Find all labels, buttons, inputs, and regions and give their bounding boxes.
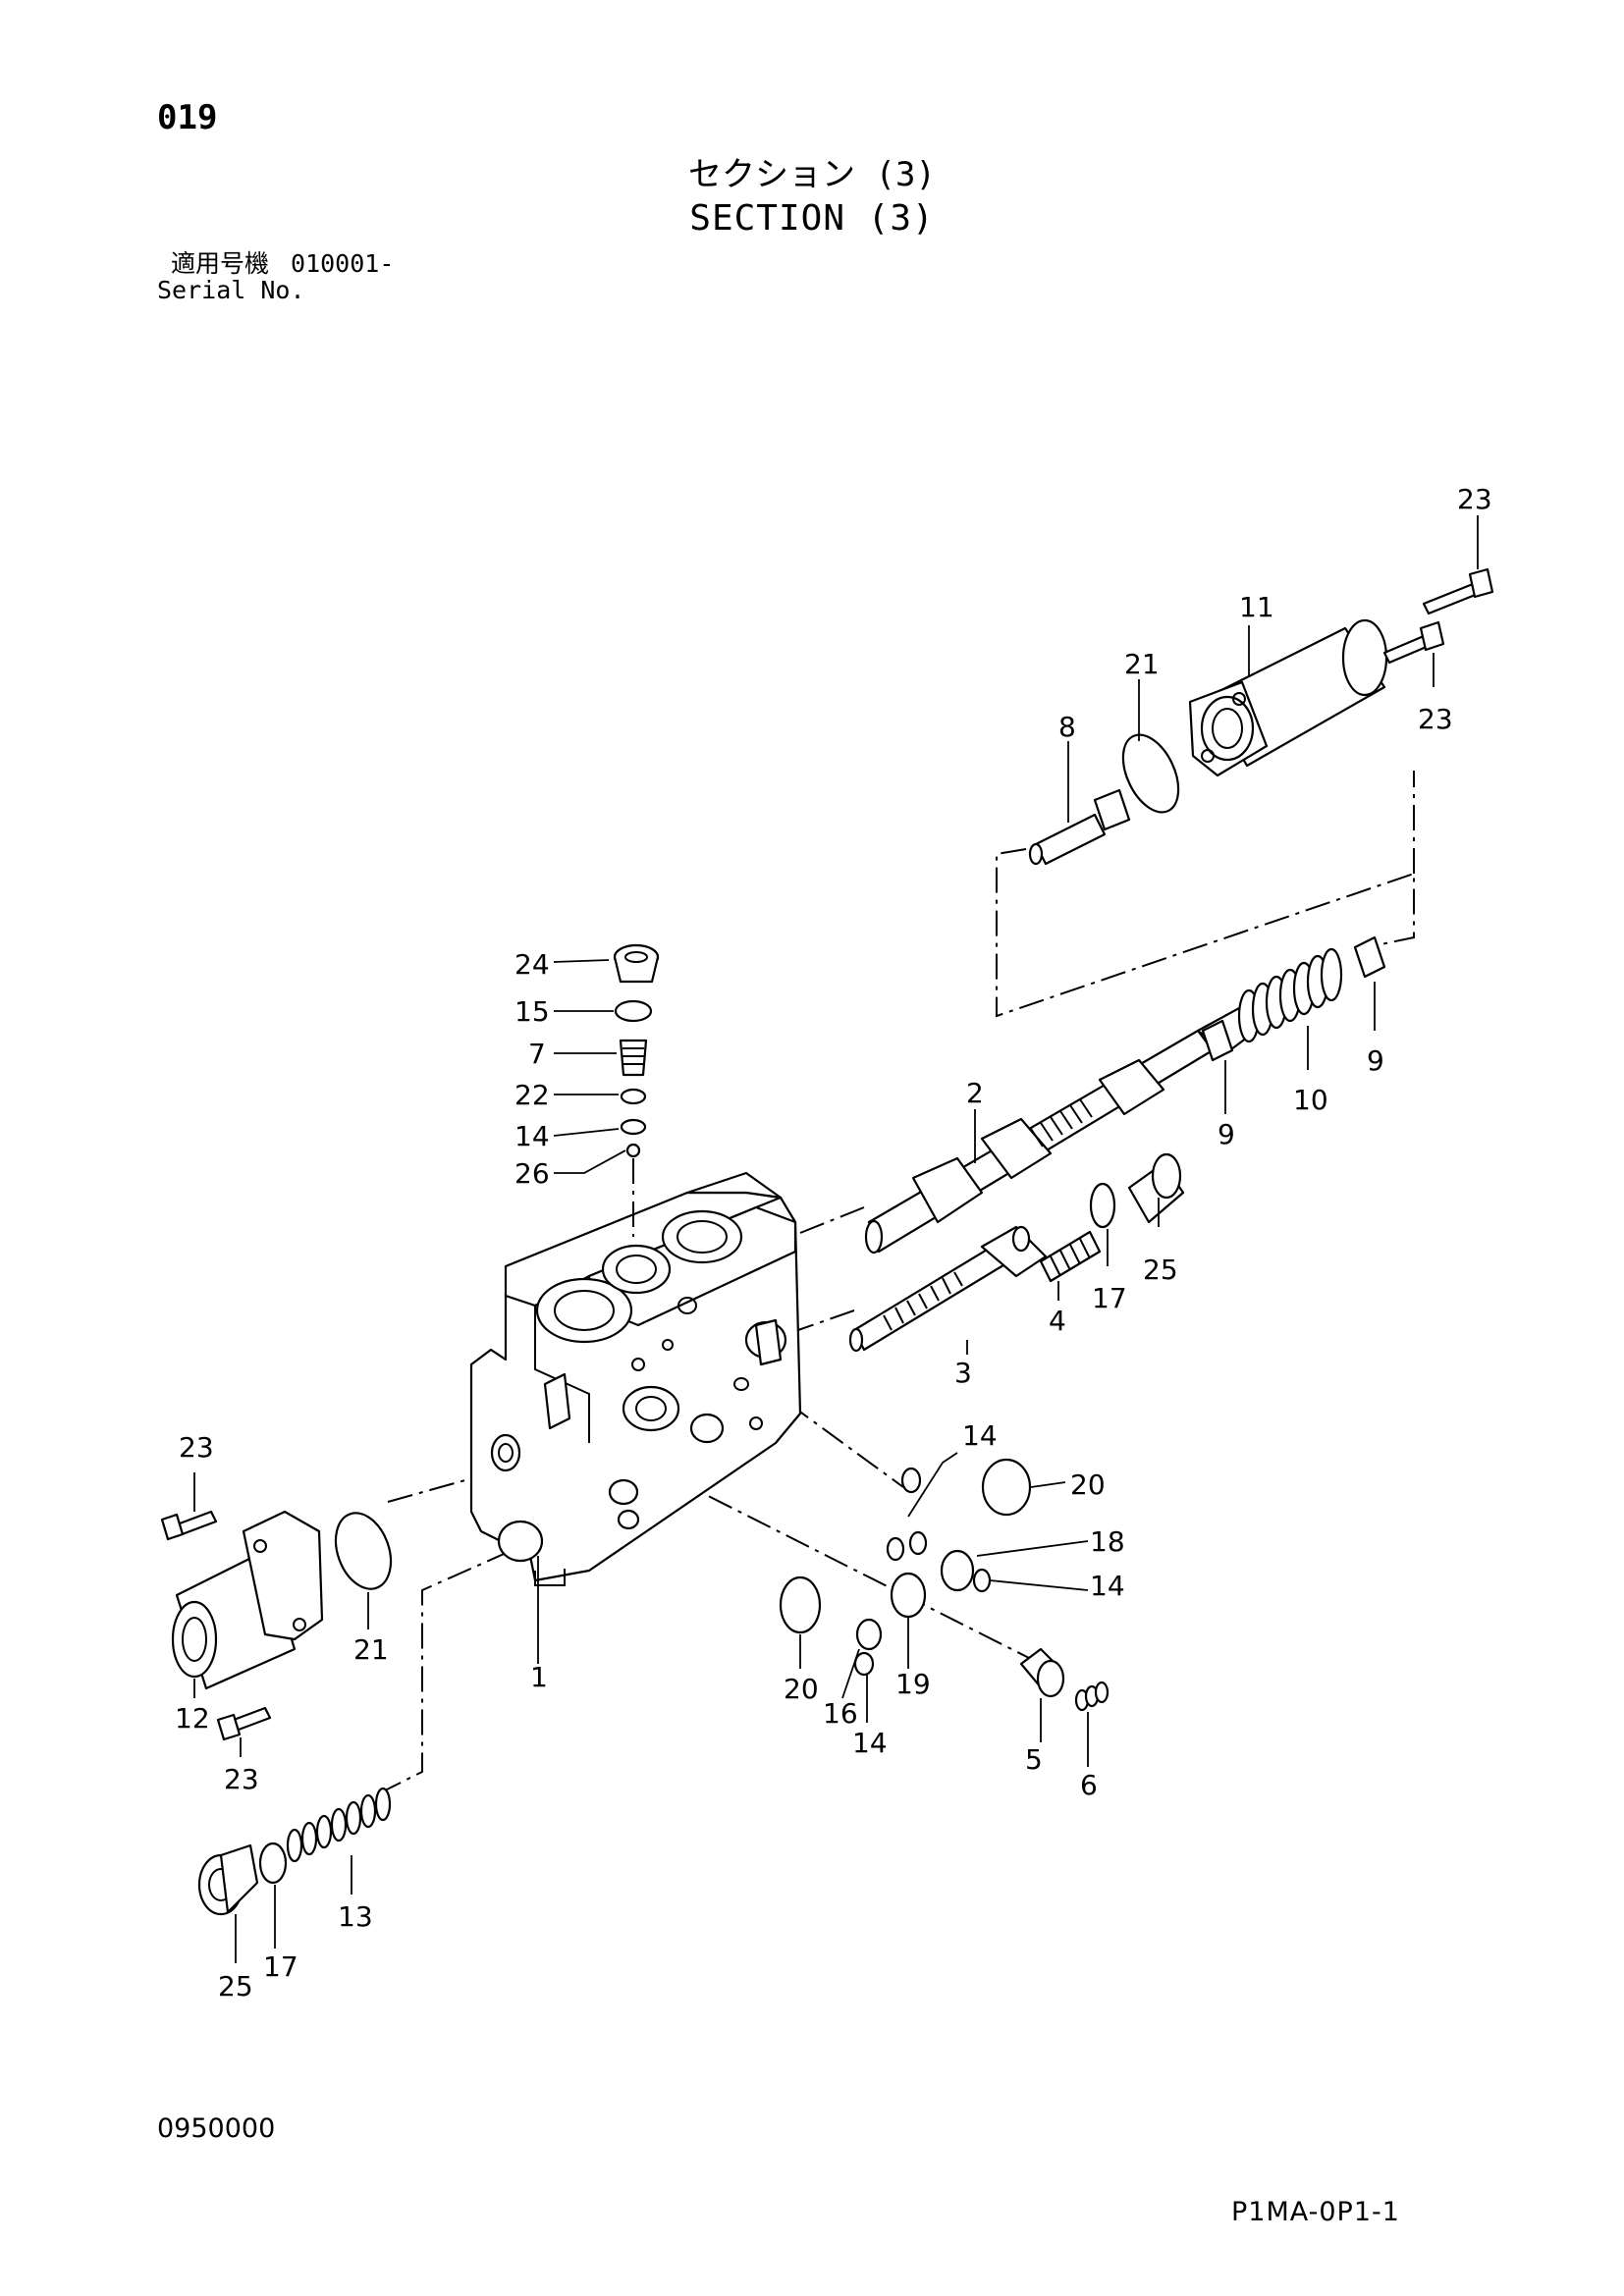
callout-23-right: 23 [1418, 703, 1453, 735]
o-ring-part-21-top [1121, 733, 1180, 814]
o-ring-part-21-left [334, 1512, 393, 1590]
callout-25-top: 25 [1143, 1254, 1178, 1286]
o-ring-part-19 [890, 1572, 927, 1619]
callout-2: 2 [966, 1077, 984, 1109]
ring-part-22 [620, 1088, 647, 1105]
callout-14-right: 14 [1090, 1570, 1125, 1602]
callout-22: 22 [514, 1079, 550, 1111]
serial-block: 適用号機 010001- Serial No. [157, 250, 394, 303]
callout-7: 7 [528, 1038, 546, 1070]
callout-3: 3 [954, 1357, 972, 1389]
plug-part-24 [613, 943, 660, 984]
callout-20-left: 20 [784, 1673, 819, 1705]
o-ring-part-14-a [900, 1467, 922, 1494]
callout-9-right: 9 [1367, 1044, 1384, 1077]
callout-1: 1 [530, 1661, 548, 1693]
callout-12: 12 [175, 1702, 210, 1735]
callout-19: 19 [895, 1668, 931, 1700]
serial-value: 010001- [291, 249, 395, 278]
callout-8: 8 [1058, 711, 1076, 743]
callout-14-bottom: 14 [852, 1727, 888, 1759]
page-reference: P1MA-0P1-1 [1231, 2197, 1400, 2227]
callout-6: 6 [1080, 1769, 1098, 1801]
page-number: 019 [157, 98, 218, 137]
callout-9-left: 9 [1218, 1118, 1235, 1150]
serial-label-jp: 適用号機 [171, 249, 270, 278]
callout-14-top: 14 [514, 1120, 550, 1152]
callout-labels: 23 11 21 23 8 24 15 7 22 14 26 2 9 10 9 … [175, 483, 1492, 2002]
o-ring-part-20-right [981, 1458, 1032, 1517]
callout-15: 15 [514, 995, 550, 1028]
callout-17-top: 17 [1092, 1282, 1127, 1314]
cap-part-11 [1188, 618, 1388, 777]
callout-24: 24 [514, 948, 550, 981]
callout-26: 26 [514, 1157, 550, 1190]
spring-part-13 [286, 1787, 392, 1863]
page-code: 0950000 [157, 2113, 276, 2144]
callout-5: 5 [1025, 1743, 1043, 1776]
seat-part-9-left [1201, 1019, 1234, 1062]
bolt-part-23-left-upper [160, 1510, 218, 1541]
leader-lines [193, 515, 1479, 1963]
cap-part-12 [171, 1510, 324, 1690]
check-valve-part-7 [619, 1039, 648, 1077]
o-ring-part-18 [940, 1549, 975, 1592]
o-ring-part-14-top [620, 1118, 647, 1136]
serial-label-en: Serial No. [157, 276, 305, 304]
callout-20-right: 20 [1070, 1468, 1106, 1501]
plug-part-25-left [197, 1843, 259, 1916]
callout-23-left: 23 [179, 1431, 214, 1464]
o-ring-part-14-c [908, 1530, 928, 1556]
callout-17-left: 17 [263, 1950, 298, 1983]
o-ring-part-14-b [886, 1536, 905, 1562]
o-ring-part-15 [614, 999, 653, 1023]
o-ring-part-14-e [853, 1651, 875, 1677]
bolt-part-23-upper [1422, 567, 1494, 615]
callout-13: 13 [338, 1900, 373, 1933]
valve-body-part-1 [469, 1171, 802, 1586]
ball-part-26 [625, 1143, 641, 1158]
callout-25-left: 25 [218, 1970, 253, 2002]
o-ring-part-17-top [1089, 1182, 1116, 1229]
callout-4: 4 [1049, 1305, 1066, 1337]
seat-part-9-right [1353, 935, 1386, 979]
o-ring-part-14-d [972, 1568, 992, 1593]
bolt-part-23-lower-top [1382, 620, 1445, 665]
title-english: SECTION (3) [689, 198, 935, 239]
o-ring-part-16 [855, 1618, 883, 1651]
plug-part-25-top [1127, 1152, 1185, 1224]
title-japanese: セクション (3) [688, 155, 936, 194]
callout-23-bottom: 23 [224, 1763, 259, 1795]
o-ring-part-20-left [779, 1575, 822, 1634]
spring-part-10 [1237, 947, 1343, 1043]
spool-part-3 [848, 1225, 1048, 1353]
callout-18: 18 [1090, 1525, 1125, 1558]
callout-23-top: 23 [1457, 483, 1492, 515]
spring-part-4 [1039, 1230, 1102, 1283]
callout-21-left: 21 [353, 1633, 389, 1666]
plug-part-5 [1019, 1647, 1065, 1698]
callout-16: 16 [823, 1697, 858, 1730]
stopper-part-8 [1028, 788, 1131, 866]
bolt-part-23-left-lower [216, 1706, 272, 1741]
callout-14-mid: 14 [962, 1419, 998, 1452]
spring-part-6 [1074, 1681, 1110, 1712]
o-ring-part-17-left [258, 1842, 288, 1885]
callout-21-top: 21 [1124, 648, 1160, 680]
callout-10: 10 [1293, 1084, 1328, 1116]
callout-11: 11 [1239, 591, 1274, 623]
